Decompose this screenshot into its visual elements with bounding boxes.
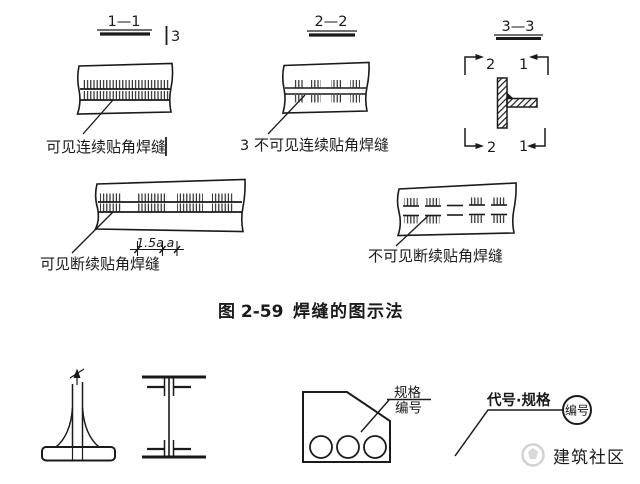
- leader-line: [267, 94, 306, 135]
- label-visible-continuous: 可见连续贴角焊缝: [46, 138, 166, 156]
- diagram-invisible-continuous-weld: 3 不可见连续贴角焊缝: [240, 61, 389, 154]
- watermark-text: 建筑社区: [553, 448, 625, 468]
- section-mark-1-1: 1—1: [97, 14, 152, 36]
- arrow-right-icon: [475, 143, 484, 149]
- section-view-3-3: 2 1 2 1: [464, 54, 549, 156]
- plate-outline: [302, 391, 391, 463]
- section-3-3-label: 3—3: [502, 19, 535, 35]
- section-1-1-label: 1—1: [108, 14, 141, 30]
- t-section-horizontal-plate: [506, 97, 538, 108]
- bolt-hole: [336, 435, 360, 459]
- number-circle: [562, 395, 592, 425]
- cut-label-top-left: 2: [486, 57, 495, 73]
- diagram-visible-continuous-weld: 可见连续贴角焊缝: [46, 62, 174, 156]
- arrow-left-icon: [529, 54, 538, 60]
- weld-fillet-left: [55, 407, 74, 448]
- watermark-logo-icon: [521, 443, 545, 467]
- watermark: 建筑社区: [521, 443, 625, 468]
- weld-fillet: [507, 92, 514, 99]
- leader-line: [395, 215, 429, 247]
- side-mark-3: 3: [165, 26, 180, 45]
- section-2-2-label: 2—2: [315, 14, 348, 30]
- leader-line: [82, 99, 114, 135]
- bolt-hole: [363, 435, 387, 459]
- caption-number: 图 2-59: [218, 302, 283, 322]
- cut-label-top-right: 1: [519, 57, 528, 73]
- label-visible-intermittent: 可见断续贴角焊缝: [40, 255, 160, 273]
- figure-caption: 图 2-59 焊缝的图示法: [218, 301, 404, 322]
- cut-label-bottom-right: 1: [519, 139, 528, 155]
- weld-fillet-right: [81, 407, 100, 448]
- circled-number-label: 编号: [565, 403, 589, 418]
- spec-top-label: 规格: [394, 385, 421, 401]
- section-mark-3-3: 3—3: [494, 19, 543, 40]
- t-joint-sketch: [41, 368, 116, 462]
- spec-bottom-label: 编号: [395, 401, 422, 417]
- label-invisible-continuous-num: 3: [240, 138, 249, 154]
- leader-line: [454, 409, 563, 457]
- leader-line: [360, 399, 390, 433]
- dimension-long-label: 1.5a: [136, 235, 164, 250]
- weld-plate-outline: [281, 61, 370, 114]
- leader-line: [71, 211, 114, 254]
- watermark-logo-star: [528, 448, 538, 459]
- dimension-short-label: a: [167, 235, 175, 250]
- label-invisible-continuous: 不可见连续贴角焊缝: [254, 136, 389, 154]
- diagram-visible-intermittent-weld: 可见断续贴角焊缝: [40, 178, 246, 273]
- arrow-right-icon: [475, 54, 484, 60]
- plate-with-holes: 规格 编号: [302, 385, 431, 463]
- weld-plate-outline: [396, 182, 517, 237]
- side-mark-3-label: 3: [171, 29, 180, 45]
- weld-plate-outline: [94, 178, 246, 233]
- code-spec-label: 代号·规格: [486, 391, 551, 409]
- code-spec-callout: 代号·规格 编号: [454, 391, 592, 457]
- bolt-hole: [309, 435, 333, 459]
- t-section-vertical-plate: [496, 77, 508, 129]
- weld-ticks-row1: [82, 80, 169, 89]
- weld-ticks-row2: [82, 91, 169, 100]
- arrow-left-icon: [527, 143, 536, 149]
- cut-label-bottom-left: 2: [487, 140, 496, 156]
- diagram-invisible-intermittent-weld: 不可见断续贴角焊缝: [368, 182, 517, 265]
- weld-plate-outline: [76, 62, 174, 115]
- i-beam-sketch: [142, 375, 206, 459]
- label-invisible-intermittent: 不可见断续贴角焊缝: [368, 247, 503, 265]
- dimension-marks: 1.5a a: [130, 235, 184, 256]
- section-mark-2-2: 2—2: [307, 14, 357, 37]
- caption-title: 焊缝的图示法: [293, 301, 404, 322]
